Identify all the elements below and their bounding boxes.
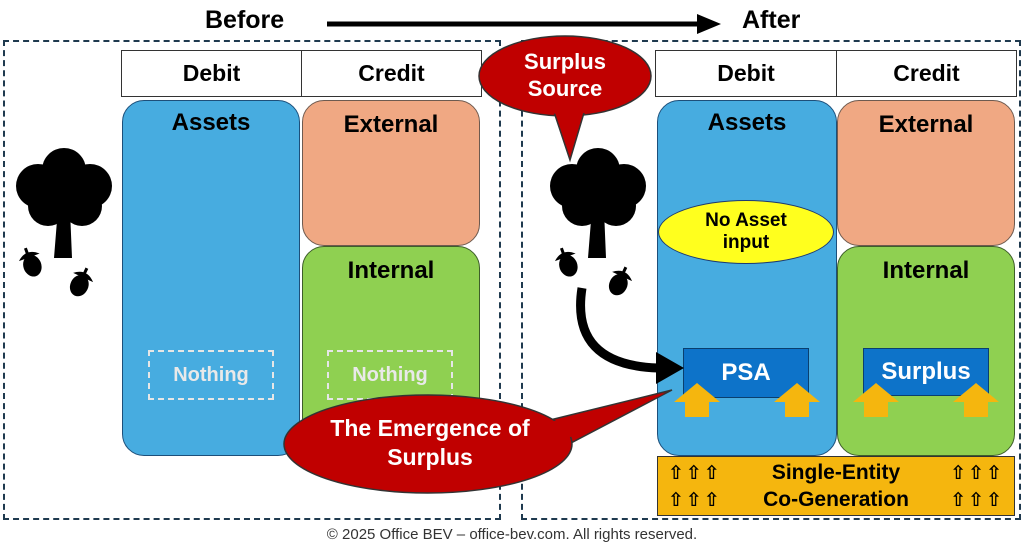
- up-arrows-icon: ⇧⇧⇧: [668, 462, 722, 484]
- up-arrow-icon: [853, 383, 899, 417]
- up-arrows-icon: ⇧⇧⇧: [950, 462, 1004, 484]
- curved-arrow: [576, 287, 684, 384]
- single-entity-label: Single-Entity: [771, 461, 901, 484]
- up-arrows-icon: ⇧⇧⇧: [950, 489, 1004, 511]
- before-credit-header: Credit: [301, 50, 482, 97]
- before-header: Before: [205, 6, 285, 34]
- surplus-box: Surplus: [863, 348, 989, 396]
- after-external-block: External: [837, 100, 1015, 246]
- up-arrow-icon: [674, 383, 720, 417]
- surplus-source-text: Surplus Source: [524, 49, 606, 101]
- co-generation-box: ⇧⇧⇧ Single-Entity ⇧⇧⇧ ⇧⇧⇧ Co-Generation …: [657, 456, 1015, 516]
- timeline-arrow: [327, 14, 721, 34]
- after-assets-label: Assets: [707, 109, 787, 136]
- after-external-label: External: [878, 111, 974, 138]
- after-internal-label: Internal: [882, 257, 970, 284]
- no-asset-input-label: No Asset input: [705, 210, 787, 253]
- before-external-label: External: [343, 111, 439, 138]
- acorn-icon: [18, 247, 42, 277]
- tree-icon: [16, 148, 112, 258]
- before-assets-block: Assets: [122, 100, 300, 456]
- acorn-icon: [554, 247, 578, 277]
- tree-icon: [550, 148, 646, 258]
- co-generation-label: Co-Generation: [763, 488, 909, 511]
- before-internal-label: Internal: [347, 257, 435, 284]
- emergence-text: The Emergence of Surplus: [330, 415, 530, 470]
- before-panel: [3, 40, 501, 520]
- after-header: After: [742, 6, 801, 34]
- after-debit-header: Debit: [655, 50, 837, 97]
- before-debit-header: Debit: [121, 50, 302, 97]
- emergence-callout: [283, 389, 673, 494]
- no-asset-input-badge: No Asset input: [658, 200, 834, 264]
- copyright-notice: © 2025 Office BEV – office-bev.com. All …: [326, 526, 698, 543]
- before-assets-label: Assets: [171, 109, 251, 136]
- before-debit-nothing: Nothing: [148, 350, 274, 400]
- after-panel: [521, 40, 1021, 520]
- after-credit-header: Credit: [836, 50, 1017, 97]
- up-arrow-icon: [953, 383, 999, 417]
- acorn-icon: [69, 267, 94, 297]
- acorn-icon: [608, 266, 633, 296]
- up-arrow-icon: [774, 383, 820, 417]
- before-external-block: External: [302, 100, 480, 246]
- up-arrows-icon: ⇧⇧⇧: [668, 489, 722, 511]
- surplus-source-callout: [478, 35, 652, 163]
